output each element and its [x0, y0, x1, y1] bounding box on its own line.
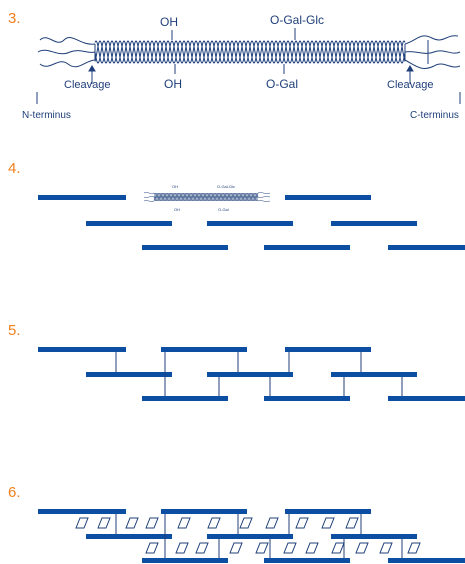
proteoglycan-shape — [239, 517, 253, 529]
proteoglycan-shape — [283, 542, 297, 554]
fibril-bar — [331, 534, 417, 539]
c-propeptide — [404, 35, 461, 69]
fibril-bar — [86, 372, 172, 377]
fibril-bar — [331, 372, 417, 377]
oh-top-label: OH — [160, 15, 178, 29]
fibril-bar — [285, 347, 371, 352]
proteoglycan-shape — [407, 542, 421, 554]
fibril-bar — [285, 195, 371, 200]
fibril-bar — [38, 347, 126, 352]
proteoglycan-shape — [207, 517, 221, 529]
fibril-bar — [331, 221, 417, 226]
proteoglycan-shape — [175, 542, 189, 554]
triple-helix — [94, 40, 406, 64]
fibril-bar — [161, 509, 247, 514]
mini-ogal-label: O-Gal — [218, 207, 229, 212]
mini-oh-top-label: OH — [172, 184, 178, 189]
fibril-bar — [38, 195, 126, 200]
proteoglycan-shape — [97, 517, 111, 529]
proteoglycan-row-upper — [75, 517, 359, 529]
n-propeptide — [37, 37, 96, 68]
fibril-bar — [161, 347, 247, 352]
ogal-glc-label: O-Gal-Glc — [270, 13, 324, 27]
proteoglycan-shape — [379, 542, 393, 554]
fibril-bar — [142, 558, 228, 563]
fibril-bar — [86, 221, 172, 226]
fibril-bar — [388, 396, 465, 401]
step-4-number: 4. — [8, 160, 21, 177]
proteoglycan-shape — [265, 517, 279, 529]
mini-triple-helix — [153, 192, 259, 202]
proteoglycan-shape — [305, 542, 319, 554]
fibril-bar — [264, 245, 350, 250]
fibril-bar — [207, 372, 293, 377]
fibril-bar — [264, 396, 350, 401]
fibril-bar — [207, 221, 293, 226]
cleavage-right-label: Cleavage — [387, 79, 433, 91]
panel-5-fibrils — [38, 347, 465, 401]
proteoglycan-row-lower — [145, 542, 421, 554]
cleavage-arrow-left — [88, 65, 96, 84]
oh-bottom-label: OH — [164, 77, 182, 91]
mini-ogal-glc-label: O-Gal-Glc — [217, 184, 235, 189]
step-3-number: 3. — [8, 10, 21, 27]
fibril-bar — [388, 245, 465, 250]
helix-strand — [153, 192, 259, 202]
helix-strand — [153, 192, 259, 202]
proteoglycan-shape — [125, 517, 139, 529]
fibril-bar — [264, 558, 350, 563]
step-5-number: 5. — [8, 322, 21, 339]
proteoglycan-shape — [177, 517, 191, 529]
panel-6-fibrils — [38, 509, 465, 563]
fibril-bar — [86, 534, 172, 539]
panel-4-mini-helix — [143, 192, 271, 202]
proteoglycan-shape — [355, 542, 369, 554]
proteoglycan-shape — [145, 542, 159, 554]
panel-4-fibrils — [38, 195, 465, 250]
cleavage-left-label: Cleavage — [64, 79, 110, 91]
fibril-bar — [285, 509, 371, 514]
fibril-bar — [142, 245, 228, 250]
cleavage-arrow-right — [406, 65, 414, 84]
ogal-label: O-Gal — [266, 77, 298, 91]
procollagen-molecule — [36, 28, 461, 104]
proteoglycan-shape — [229, 542, 243, 554]
proteoglycan-shape — [75, 517, 89, 529]
proteoglycan-shape — [195, 542, 209, 554]
mini-oh-bottom-label: OH — [174, 207, 180, 212]
helix-strand — [94, 40, 406, 64]
proteoglycan-shape — [295, 517, 309, 529]
proteoglycan-shape — [145, 517, 159, 529]
fibril-bar — [38, 509, 126, 514]
c-terminus-label: C-terminus — [410, 110, 459, 121]
proteoglycan-shape — [331, 542, 345, 554]
proteoglycan-shape — [345, 517, 359, 529]
fibril-bar — [142, 396, 228, 401]
step-6-number: 6. — [8, 484, 21, 501]
helix-strand — [94, 40, 406, 64]
proteoglycan-shape — [321, 517, 335, 529]
n-terminus-label: N-terminus — [22, 110, 71, 121]
fibril-bar — [207, 534, 293, 539]
proteoglycan-shape — [255, 542, 269, 554]
helix-strand — [153, 192, 259, 202]
fibril-bar — [388, 558, 465, 563]
